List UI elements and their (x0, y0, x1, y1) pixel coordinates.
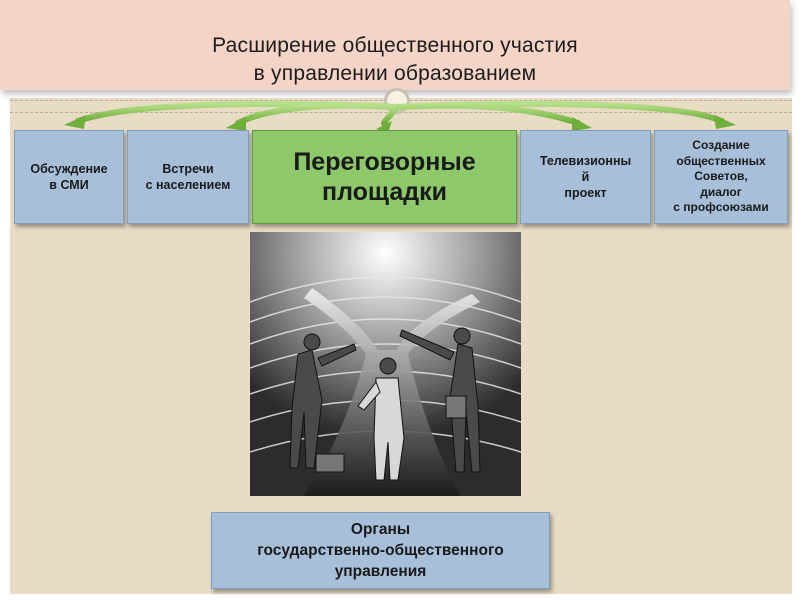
branch-arrows (64, 100, 736, 133)
title-line-2: в управлении образованием (253, 62, 537, 85)
box-public-councils: Создание общественных Советов, диалог с … (654, 130, 788, 224)
title-line-1: Расширение общественного участия (212, 34, 578, 57)
box-governance-bodies-label: Органы государственно-общественного упра… (257, 521, 504, 580)
arrowhead-right-far (714, 115, 736, 129)
arrowhead-left-near (226, 117, 246, 131)
crossroads-businesspeople-illustration (250, 232, 521, 496)
box-media-discussion-label: Обсуждение в СМИ (30, 162, 108, 192)
arrowhead-right-near (572, 117, 592, 131)
box-public-councils-label: Создание общественных Советов, диалог с … (673, 138, 769, 215)
box-governance-bodies: Органы государственно-общественного упра… (211, 512, 550, 589)
box-tv-project-label: Телевизионны й проект (539, 154, 632, 200)
box-negotiation-platforms-label: Переговорные площадки (293, 148, 476, 206)
arrowhead-left-far (64, 115, 86, 129)
box-public-meetings: Встречи с населением (127, 130, 249, 224)
box-media-discussion: Обсуждение в СМИ (14, 130, 124, 224)
box-negotiation-platforms: Переговорные площадки (252, 130, 517, 224)
slide-title: Расширение общественного участия в управ… (0, 32, 790, 88)
title-band: Расширение общественного участия в управ… (0, 0, 790, 90)
box-public-meetings-label: Встречи с населением (145, 162, 231, 192)
arrow-left-near (235, 102, 401, 126)
arrow-right-far (395, 100, 725, 124)
box-tv-project: Телевизионны й проект (520, 130, 651, 224)
